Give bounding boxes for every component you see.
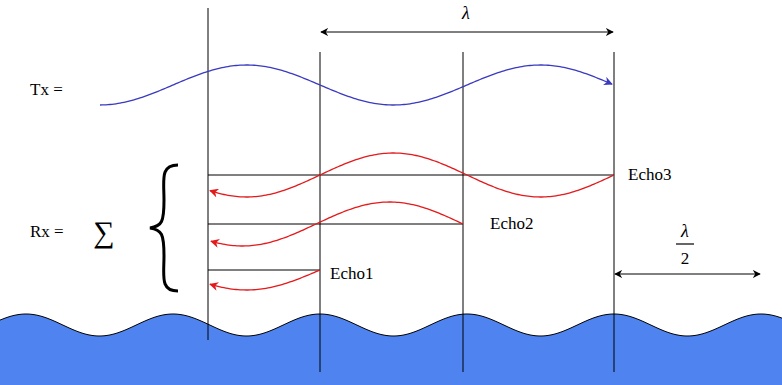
dimension-arrow (615, 274, 760, 275)
echo-label: Echo2 (490, 215, 533, 234)
echo-path-line (208, 175, 614, 176)
sea-water (0, 314, 782, 385)
echo-path-line (208, 270, 320, 271)
signal-label: Rx = (30, 223, 64, 242)
curly-brace (150, 165, 178, 291)
vertical-line (614, 52, 615, 372)
sea-surface (0, 314, 782, 336)
wavelength-label: λ (462, 4, 470, 24)
sum-symbol: ∑ (93, 215, 114, 248)
echo-wave (210, 270, 320, 290)
echo-label: Echo1 (330, 265, 373, 284)
echo-label: Echo3 (628, 166, 671, 185)
half-wavelength-numerator: λ (681, 222, 689, 242)
half-wavelength-denominator: 2 (681, 250, 690, 269)
echo-wave (210, 153, 614, 197)
echo-path-line (208, 224, 463, 225)
transmitted-wave (100, 65, 612, 105)
vertical-line (208, 8, 209, 340)
dimension-arrow (321, 32, 613, 33)
echo-wave (211, 202, 463, 246)
vertical-line (320, 52, 321, 372)
signal-label: Tx = (30, 81, 63, 100)
vertical-line (463, 52, 464, 372)
fraction-bar (676, 243, 694, 244)
